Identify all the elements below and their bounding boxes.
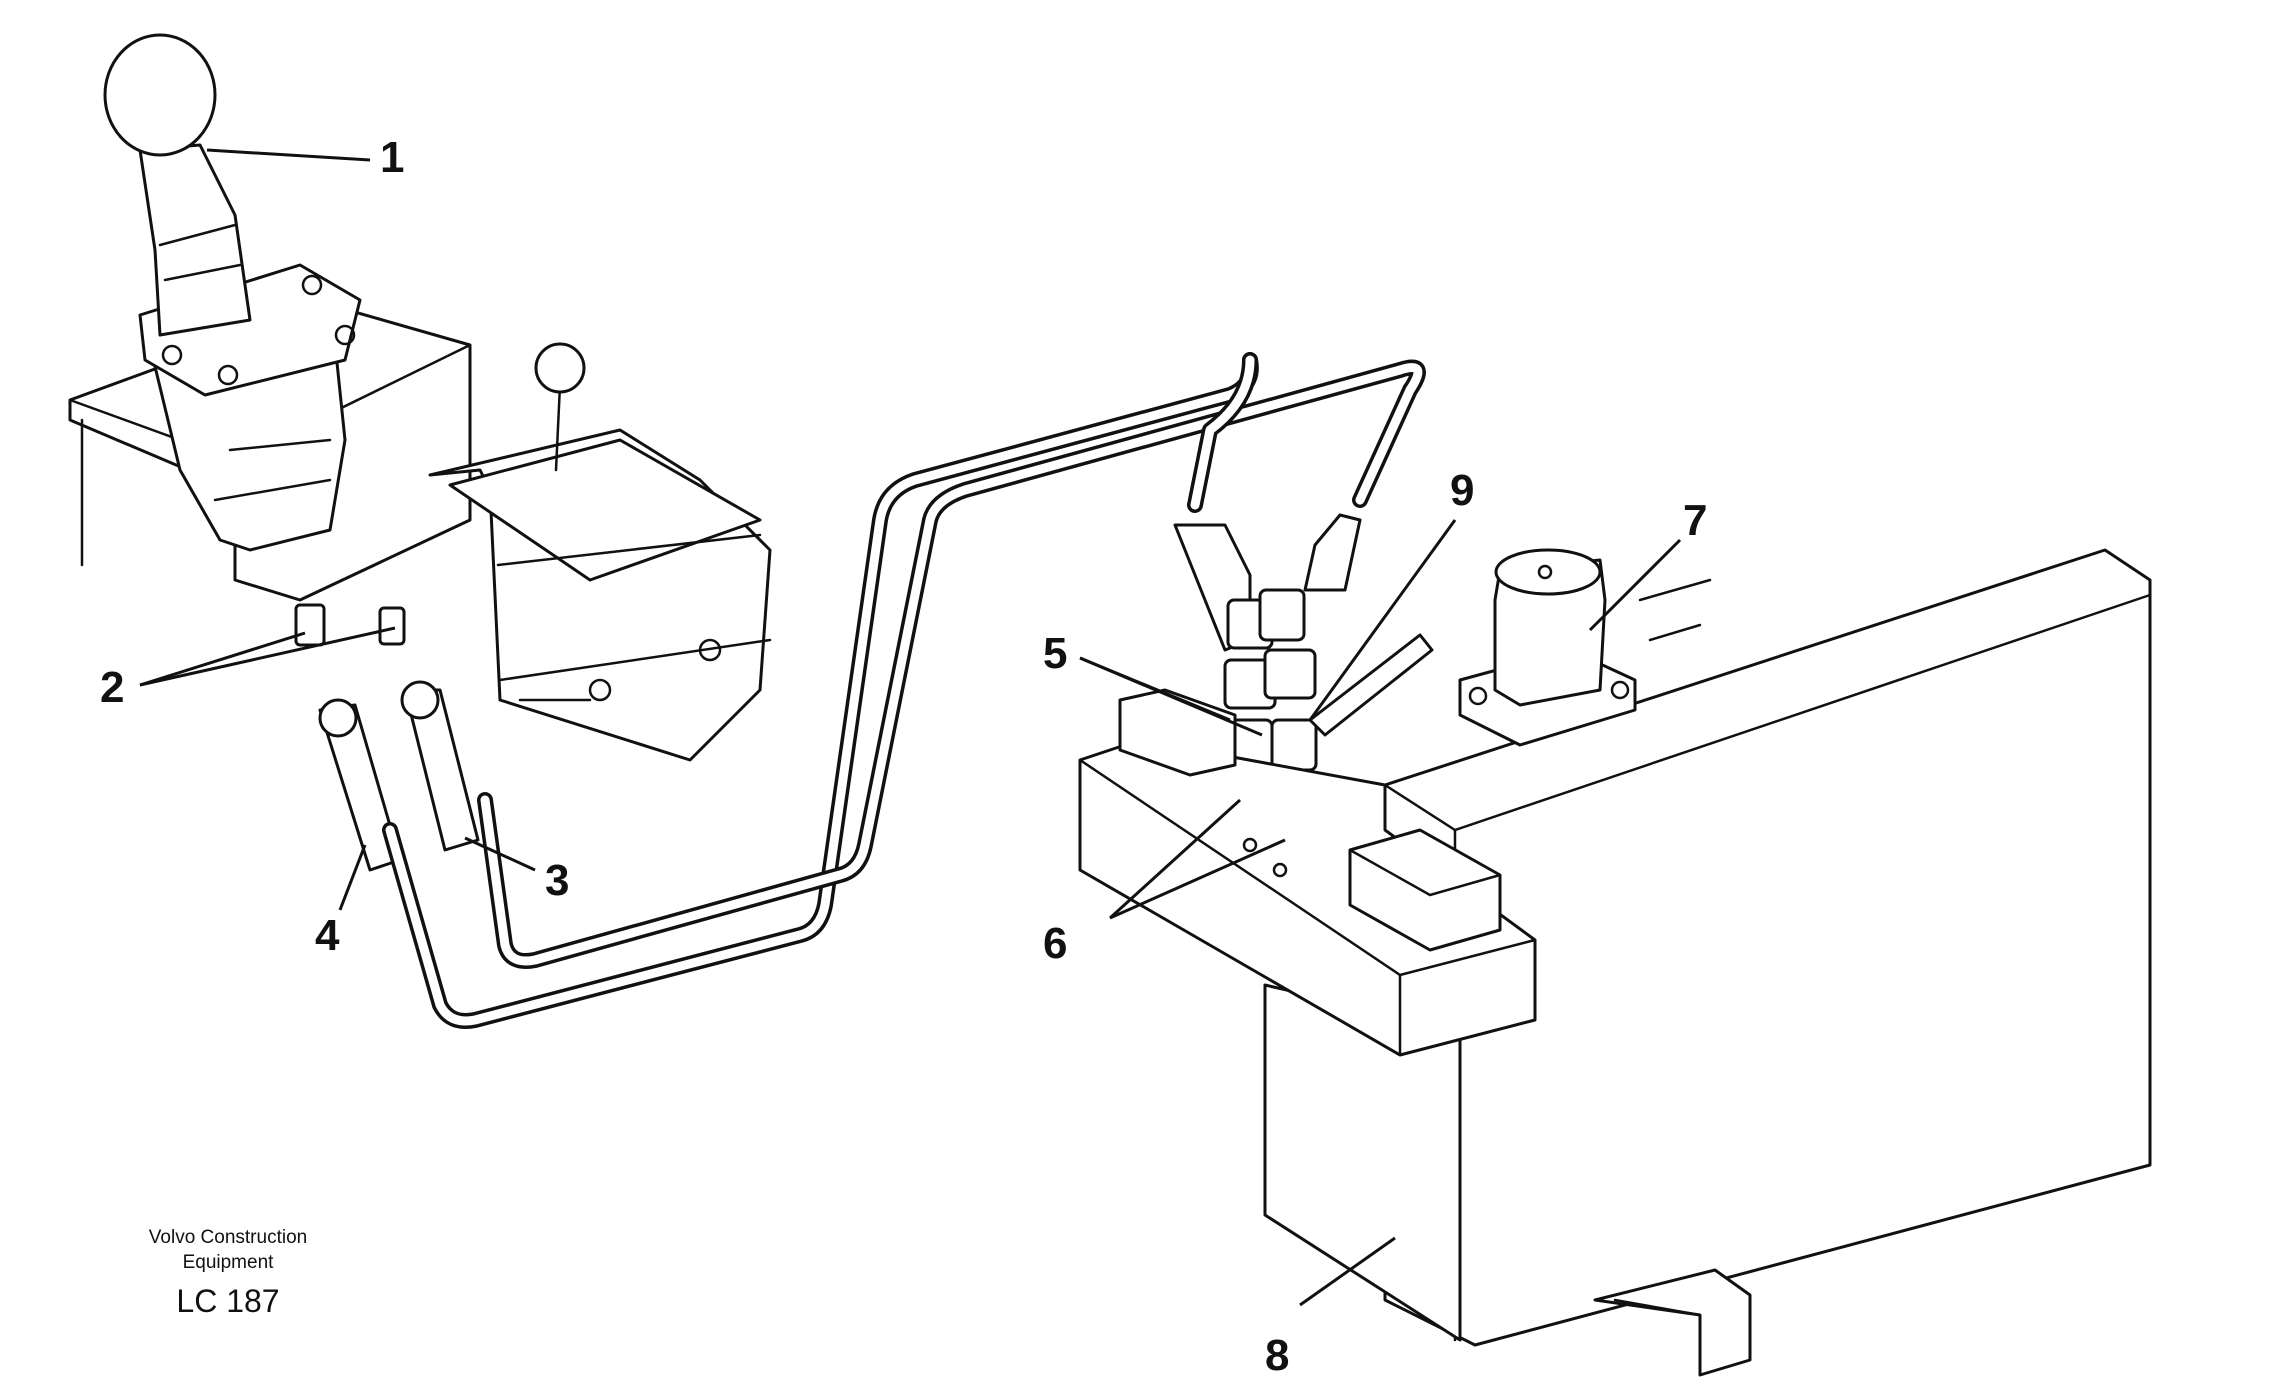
caption: Volvo Construction Equipment LC 187 — [149, 1227, 307, 1319]
main-block-8 — [1263, 548, 2152, 1377]
leader-lines — [139, 148, 1682, 1307]
secondary-lever-housing — [428, 342, 772, 762]
callout-1: 1 — [380, 133, 404, 182]
caption-company-line2: Equipment — [183, 1252, 275, 1273]
callout-4: 4 — [315, 911, 340, 960]
hydraulic-hoses — [382, 352, 1426, 1029]
control-lever-assembly — [68, 33, 480, 872]
callout-3: 3 — [545, 856, 569, 905]
callout-9: 9 — [1450, 466, 1474, 515]
caption-company-line1: Volvo Construction — [149, 1227, 307, 1248]
callout-2: 2 — [100, 663, 124, 712]
callout-numbers: 1 2 3 4 5 6 7 8 9 — [100, 133, 1707, 1380]
callout-6: 6 — [1043, 919, 1067, 968]
callout-7: 7 — [1683, 496, 1707, 545]
callout-5: 5 — [1043, 629, 1067, 678]
solenoid-component-7 — [1458, 548, 1712, 747]
callout-8: 8 — [1265, 1331, 1289, 1380]
caption-code: LC 187 — [176, 1283, 279, 1319]
